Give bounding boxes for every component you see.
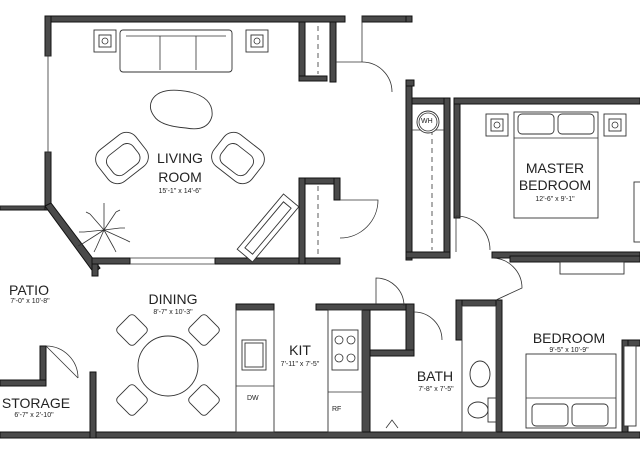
- dining-furniture: [116, 314, 220, 416]
- door-swings: [45, 16, 523, 379]
- armchair-left: [95, 131, 149, 185]
- storage-dims: 6'-7" x 2'-10": [14, 412, 54, 419]
- tv-console: [236, 193, 300, 263]
- master-dresser: [633, 181, 640, 243]
- bath-fixtures: [385, 305, 497, 433]
- water-heater: [416, 110, 440, 134]
- kitchen-counter: [235, 309, 275, 433]
- dishwasher-label: DW: [247, 395, 259, 402]
- range: [331, 329, 359, 371]
- master-bedroom-dims: 12'-6" x 9'-1": [535, 196, 575, 203]
- end-table-right: [245, 29, 269, 53]
- floor-drain: [385, 419, 399, 429]
- walls: [0, 15, 640, 439]
- kitchen-name: KIT: [289, 342, 311, 358]
- sofa: [119, 29, 233, 73]
- master-bedroom-furniture: [416, 110, 640, 275]
- refrigerator-label: RF: [332, 406, 342, 413]
- coffee-table: [149, 89, 213, 130]
- patio-dims: 7'-0" x 10'-8": [10, 298, 50, 305]
- bedroom-furniture: [525, 345, 637, 429]
- bath-name: BATH: [416, 368, 454, 384]
- storage-name: STORAGE: [1, 395, 71, 411]
- bath-sink: [469, 360, 491, 388]
- patio-name: PATIO: [9, 282, 49, 298]
- kitchen-fixtures: [235, 309, 363, 433]
- living-room-name-line2: ROOM: [158, 169, 202, 185]
- master-bedroom-name-line2: BEDROOM: [518, 177, 592, 193]
- closet-rods: [317, 26, 444, 256]
- nightstand-left: [485, 113, 509, 137]
- master-bedroom-name-line1: MASTER: [525, 160, 585, 176]
- nightstand-right: [603, 113, 627, 137]
- living-room-dims: 15'-1" x 14'-6": [158, 188, 202, 195]
- toilet-tank: [487, 397, 497, 423]
- dining-name: DINING: [148, 291, 198, 307]
- plant: [77, 203, 131, 253]
- end-table-left: [93, 29, 117, 53]
- bath-dims: 7'-8" x 7'-5": [418, 386, 454, 393]
- windows: [0, 55, 215, 265]
- kitchen-dims: 7'-11" x 7'-5": [280, 361, 320, 368]
- living-room-name-line1: LIVING: [157, 150, 203, 166]
- bedroom-dims: 9'-5" x 10'-9": [549, 347, 589, 354]
- dining-dims: 8'-7" x 10'-3": [153, 309, 193, 316]
- dining-table: [137, 335, 199, 397]
- armchair-right: [211, 131, 265, 185]
- bedroom-name: BEDROOM: [532, 330, 606, 346]
- toilet-bowl: [467, 401, 489, 419]
- hall-shelf: [559, 261, 625, 275]
- bedroom-dresser: [623, 345, 637, 427]
- water-heater-label: WH: [421, 118, 433, 125]
- living-room-furniture: [77, 29, 300, 263]
